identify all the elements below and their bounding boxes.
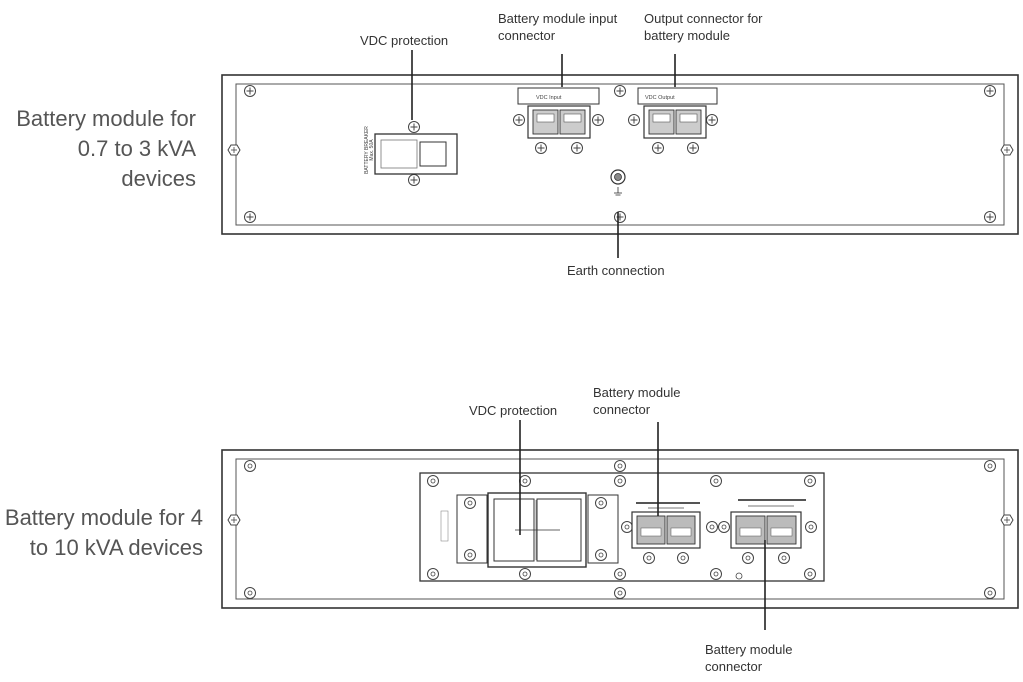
vdc-input-label: VDC Input xyxy=(536,95,562,101)
earth-terminal xyxy=(610,169,626,196)
small-battery-breaker: BATTERY BREAKER Max. 50A xyxy=(364,121,458,186)
large-connector-a xyxy=(621,498,720,564)
small-input-connector: VDC Input xyxy=(513,87,604,154)
callout-connector-top: Battery module connector xyxy=(593,385,681,417)
callout-output-connector: Output connector for battery module xyxy=(644,11,763,43)
large-module-title: Battery module for 4 to 10 kVA devices xyxy=(4,505,203,560)
vdc-output-label: VDC Output xyxy=(645,95,675,101)
callout-earth-connection: Earth connection xyxy=(567,263,665,278)
large-leader-lines xyxy=(519,420,766,630)
callout-vdc-protection-large: VDC protection xyxy=(469,403,558,418)
callout-vdc-protection-small: VDC protection xyxy=(360,33,449,48)
large-connector-b xyxy=(718,499,817,564)
small-leader-lines xyxy=(411,50,676,258)
small-module-panel xyxy=(221,74,1019,235)
breaker-text: BATTERY BREAKER xyxy=(364,126,370,174)
callout-connector-bottom: Battery module connector xyxy=(705,642,793,674)
callout-input-connector: Battery module input connector xyxy=(498,11,618,43)
large-battery-breaker xyxy=(440,492,619,568)
svg-text:Max. 50A: Max. 50A xyxy=(369,139,375,161)
small-output-connector: VDC Output xyxy=(628,87,718,154)
small-module-title: Battery module for 0.7 to 3 kVA devices xyxy=(16,106,196,191)
